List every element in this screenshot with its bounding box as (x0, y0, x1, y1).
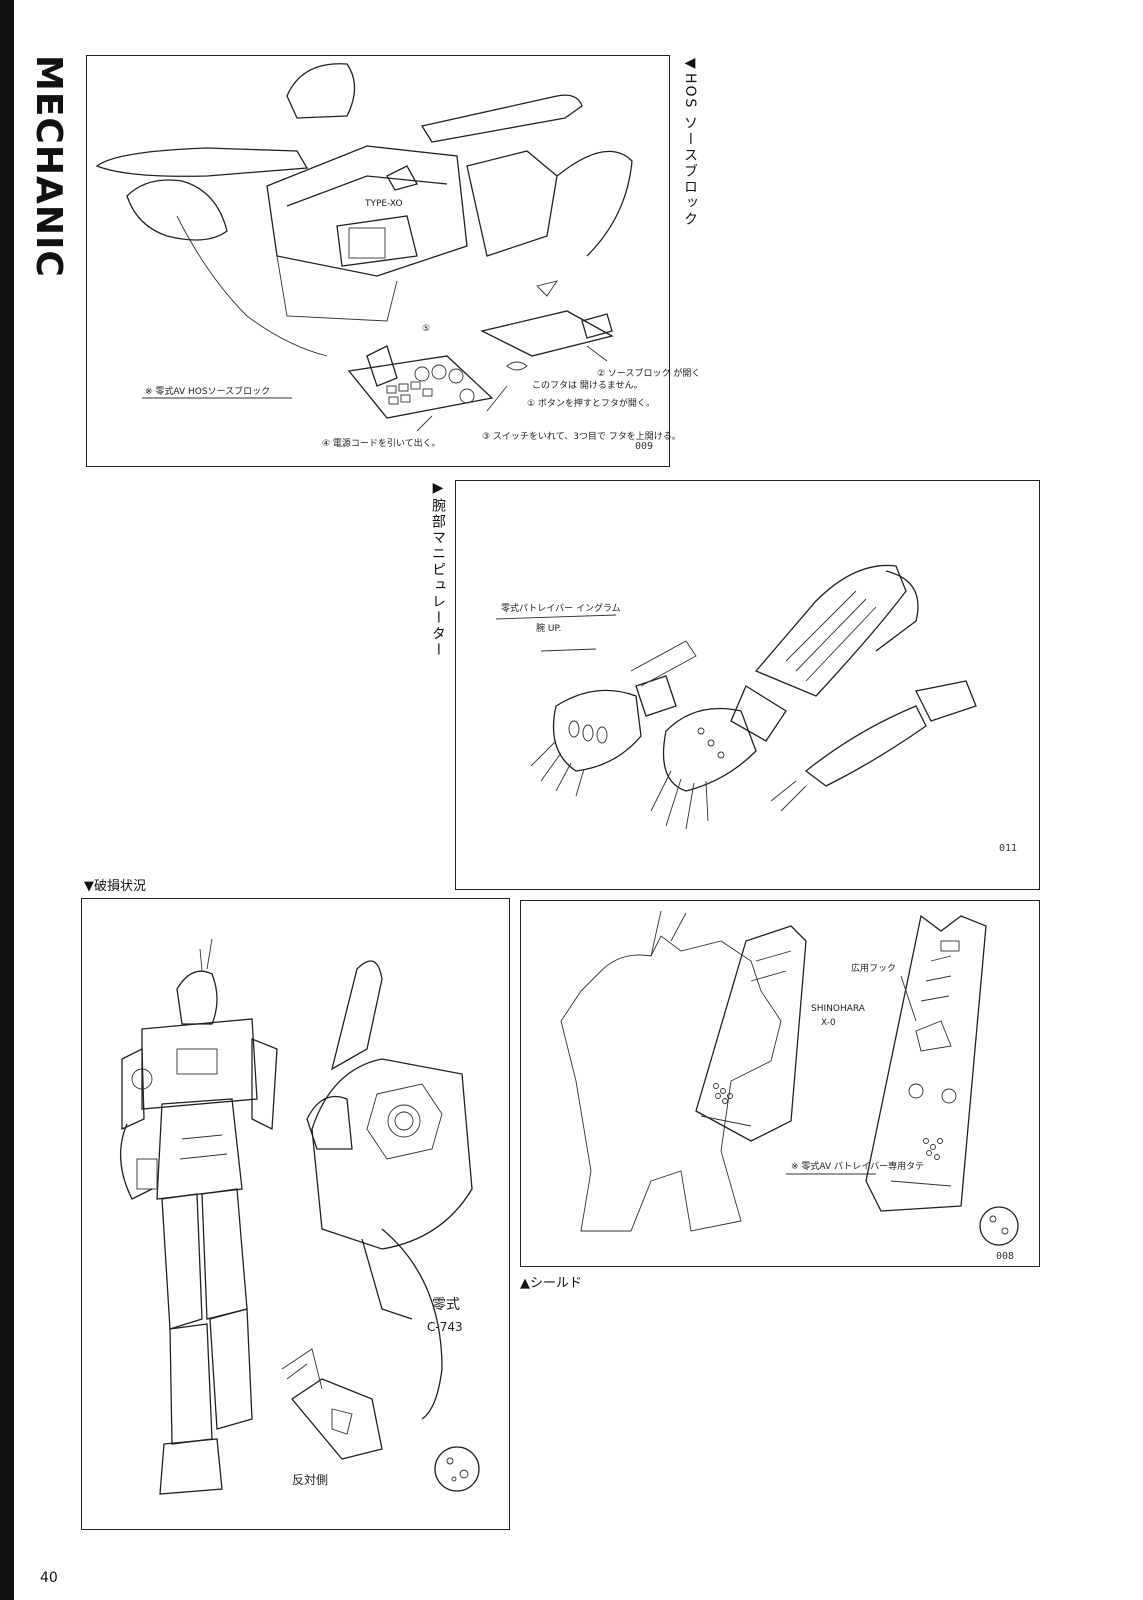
arm-caption: ▶腕部マニピュレーター (430, 480, 446, 658)
side-bar (0, 0, 14, 1600)
shield-panel-number: 008 (996, 1251, 1015, 1262)
damage-drawing: 零式 C-743 反対側 (119, 938, 480, 1495)
section-label: MECHANIC (28, 55, 69, 278)
hos-note-step2: このフタは 開けるません。 (532, 380, 643, 391)
hos-note-step1: ① ボタンを押すとフタが開く。 (527, 397, 655, 409)
shield-note-title: ※ 零式AV パトレイバー専用タテ (791, 1160, 924, 1172)
arm-note-subtitle: 腕 UP. (536, 622, 561, 634)
shield-caption: ▲シールド (520, 1276, 582, 1291)
hos-note-step6: ② ソースブロック が開く (597, 367, 700, 379)
damage-note-label3: 反対側 (292, 1473, 328, 1487)
hos-drawing: ※ 零式AV HOSソースブロック ① ボタンを押すとフタが開く。 このフタは … (95, 63, 700, 449)
hos-panel-number: 009 (635, 441, 654, 452)
shield-stamp (979, 1206, 1019, 1246)
arm-drawing: 零式パトレイバー イングラム 腕 UP. (495, 564, 977, 830)
hos-note-step4: ④ 電源コードを引いて出く。 (322, 437, 441, 449)
arm-note-title: 零式パトレイバー イングラム (501, 602, 621, 614)
page-number: 40 (40, 1570, 58, 1586)
damage-note-label2: C-743 (427, 1320, 463, 1334)
damage-note-label1: 零式 (432, 1297, 460, 1313)
shield-panel: 広用フック SHINOHARA X-0 ※ 零式AV パトレイバー専用タテ 00… (520, 900, 1040, 1267)
damage-stamp (434, 1446, 480, 1492)
hos-note-step5: ⑤ (422, 324, 430, 334)
damage-panel: 零式 C-743 反対側 (81, 898, 510, 1530)
hos-type-label: TYPE-XO (364, 199, 403, 209)
arm-panel-number: 011 (999, 843, 1018, 854)
arm-panel: 零式パトレイバー イングラム 腕 UP. 011 (455, 480, 1040, 890)
hos-caption: ◀HOS ソースブロック (682, 55, 698, 228)
damage-caption: ▼破損状況 (84, 879, 146, 894)
hos-note-title: ※ 零式AV HOSソースブロック (145, 385, 270, 397)
shield-note-hook: 広用フック (851, 962, 896, 974)
hos-note-step3: ③ スイッチをいれて、3つ目で フタを上開ける。 (482, 431, 681, 442)
hos-panel: ※ 零式AV HOSソースブロック ① ボタンを押すとフタが開く。 このフタは … (86, 55, 700, 467)
shield-note-shinohara: SHINOHARA (811, 1004, 866, 1014)
shield-drawing: 広用フック SHINOHARA X-0 ※ 零式AV パトレイバー専用タテ (560, 910, 1019, 1246)
shield-note-model: X-0 (821, 1018, 836, 1028)
